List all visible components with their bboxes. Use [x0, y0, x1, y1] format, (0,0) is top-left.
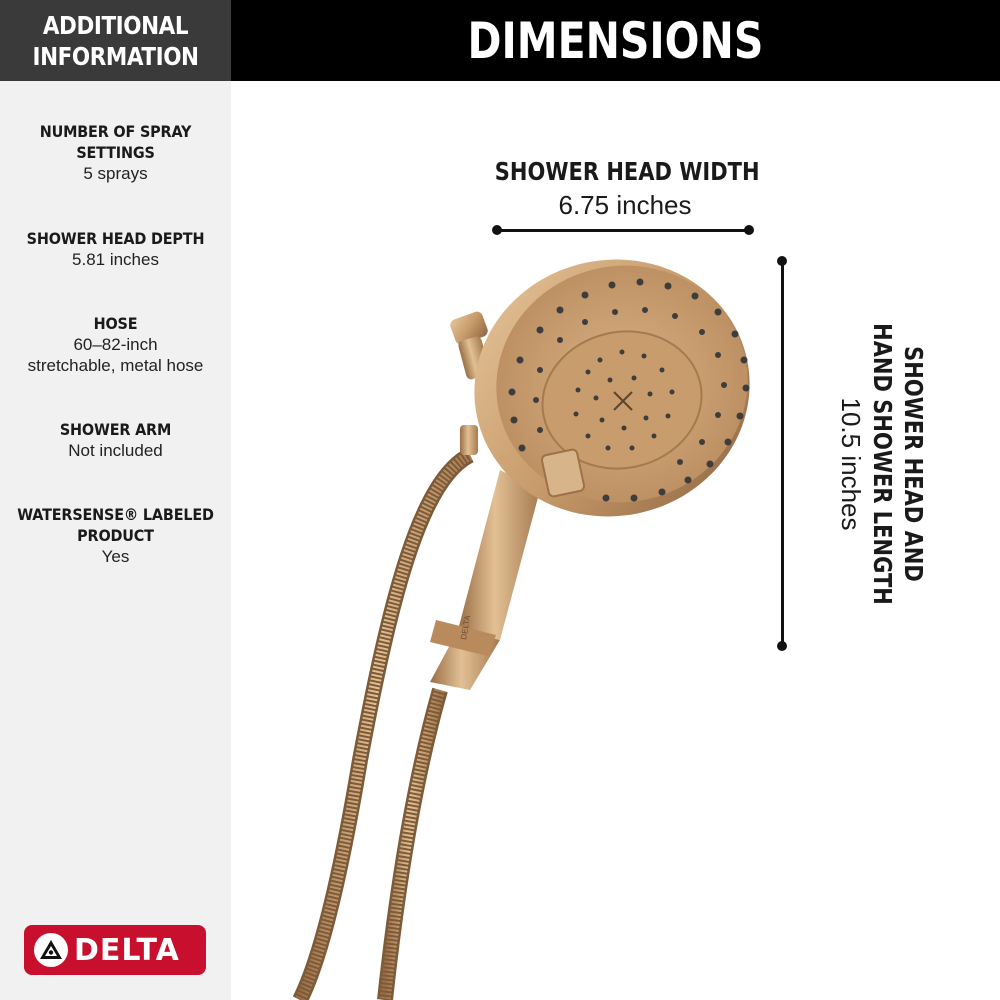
- delta-logo: DELTA: [24, 925, 206, 975]
- hand-shower-handle: [430, 470, 540, 690]
- length-dimension-title-line1: SHOWER HEAD AND: [899, 346, 928, 582]
- spray-nozzles: [508, 278, 750, 502]
- spec-shower-arm: SHOWER ARM Not included: [0, 419, 231, 461]
- spec-shower-head-depth: SHOWER HEAD DEPTH 5.81 inches: [0, 228, 231, 270]
- dimensions-header: DIMENSIONS: [231, 0, 1000, 81]
- delta-triangle-logo-icon: [34, 933, 68, 967]
- spec-value: stretchable, metal hose: [27, 356, 204, 375]
- spec-label: PRODUCT: [77, 526, 154, 545]
- width-dimension-line: [497, 229, 750, 232]
- length-line-start-dot: [777, 256, 787, 266]
- additional-info-panel: ADDITIONAL INFORMATION NUMBER OF SPRAY S…: [0, 0, 231, 1000]
- additional-info-title-line1: ADDITIONAL: [42, 10, 189, 40]
- spec-label: HOSE: [93, 314, 138, 333]
- spec-value: 5 sprays: [83, 164, 148, 183]
- shower-head-illustration: DELTA: [292, 259, 750, 1000]
- length-dimension-value: 10.5 inches: [836, 397, 866, 531]
- additional-info-header: ADDITIONAL INFORMATION: [0, 0, 231, 81]
- spec-value: Not included: [68, 441, 163, 460]
- spec-value: 5.81 inches: [72, 250, 159, 269]
- spec-label: SETTINGS: [76, 143, 155, 162]
- width-dimension-label: SHOWER HEAD WIDTH 6.75 inches: [470, 155, 780, 221]
- length-line-end-dot: [777, 641, 787, 651]
- spec-watersense: WATERSENSE® LABELED PRODUCT Yes: [0, 504, 231, 567]
- spec-label: NUMBER OF SPRAY: [39, 122, 192, 141]
- spec-hose: HOSE 60–82-inch stretchable, metal hose: [0, 313, 231, 376]
- spray-selector-button: [540, 448, 586, 498]
- width-dimension-title: SHOWER HEAD WIDTH: [494, 157, 760, 186]
- logo-text: DELTA: [74, 932, 180, 968]
- length-dimension-line: [781, 262, 784, 646]
- width-dimension-value: 6.75 inches: [558, 190, 692, 220]
- page-title: DIMENSIONS: [467, 11, 764, 70]
- metal-hose: [292, 447, 475, 1000]
- spec-value: 60–82-inch: [73, 335, 158, 354]
- additional-info-title-line2: INFORMATION: [32, 41, 199, 71]
- spec-label: SHOWER ARM: [59, 420, 172, 439]
- length-dimension-title-line2: HAND SHOWER LENGTH: [868, 323, 897, 605]
- spec-label: SHOWER HEAD DEPTH: [26, 229, 205, 248]
- width-line-start-dot: [492, 225, 502, 235]
- spec-label: WATERSENSE® LABELED: [17, 505, 214, 524]
- width-line-end-dot: [744, 225, 754, 235]
- length-dimension-label: SHOWER HEAD AND HAND SHOWER LENGTH 10.5 …: [835, 254, 929, 674]
- spec-spray-settings: NUMBER OF SPRAY SETTINGS 5 sprays: [0, 121, 231, 184]
- center-cross-mark: [613, 391, 633, 411]
- handle-brand-stamp: DELTA: [459, 614, 472, 640]
- spec-value: Yes: [101, 547, 130, 566]
